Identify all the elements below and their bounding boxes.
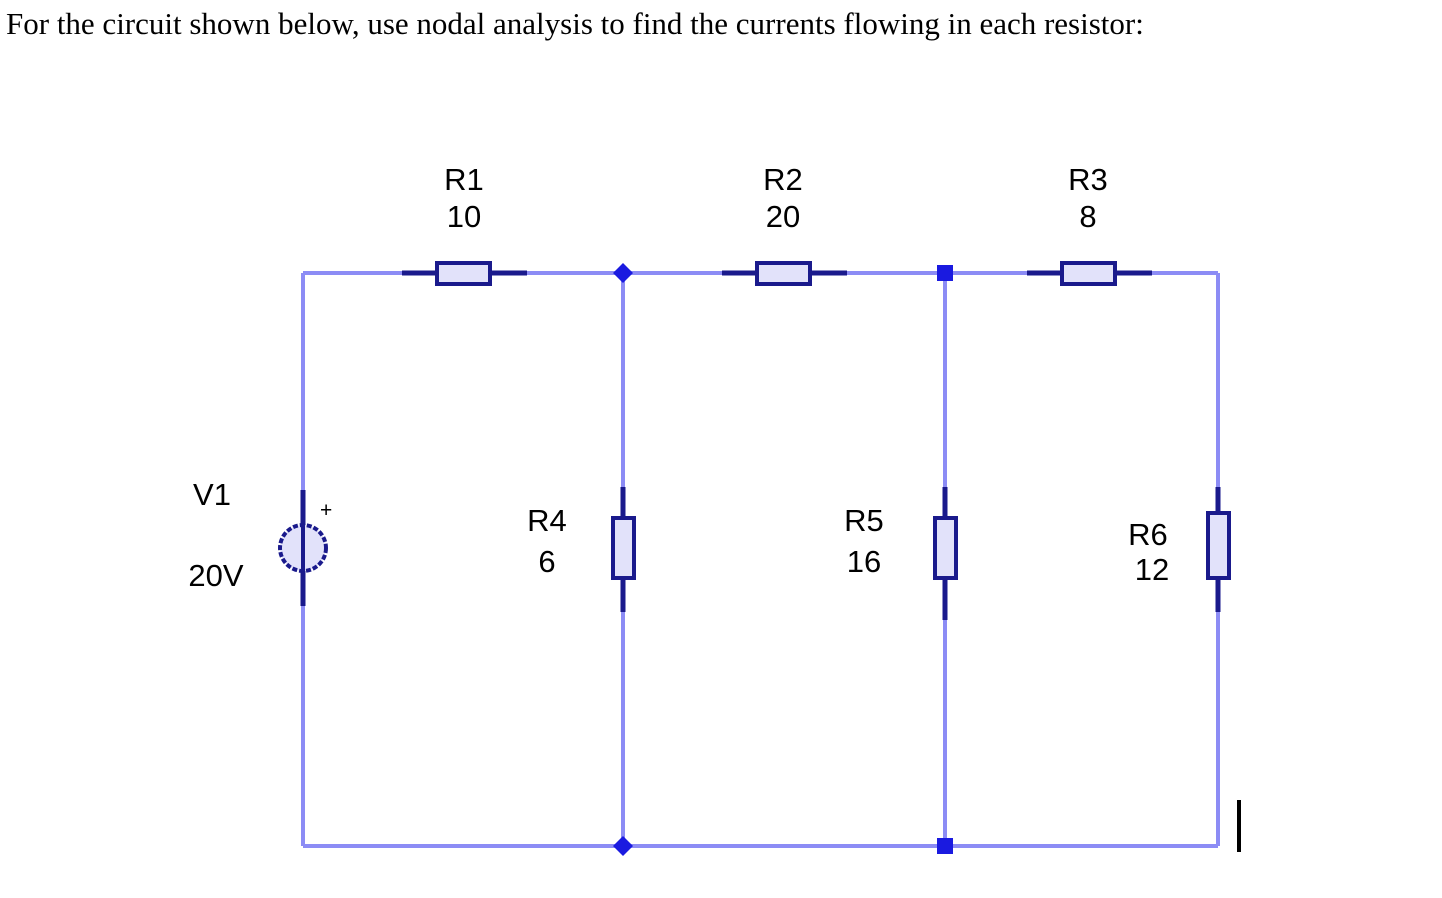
wire-group xyxy=(301,271,1220,848)
v1-ref-label: V1 xyxy=(193,477,231,512)
r1-body xyxy=(435,261,492,286)
voltage-source-v1[interactable]: + V1 20V xyxy=(188,477,332,606)
r2-ref-label: R2 xyxy=(763,162,803,197)
r5-ref-label: R5 xyxy=(844,503,884,538)
resistor-r5[interactable]: R5 16 xyxy=(844,487,958,620)
resistor-r4[interactable]: R4 6 xyxy=(527,487,636,612)
node-a-bottom-diamond-icon xyxy=(613,836,633,856)
r6-body xyxy=(1206,511,1231,580)
node-markers xyxy=(613,263,953,856)
r3-body xyxy=(1060,261,1117,286)
r1-value-label: 10 xyxy=(447,199,481,234)
r2-value-label: 20 xyxy=(766,199,800,234)
question-prompt: For the circuit shown below, use nodal a… xyxy=(6,6,1144,41)
r4-body xyxy=(611,516,636,580)
r3-ref-label: R3 xyxy=(1068,162,1108,197)
node-a-top-diamond-icon xyxy=(613,263,633,283)
r1-ref-label: R1 xyxy=(444,162,484,197)
node-b-bottom-square-icon xyxy=(937,838,953,854)
r5-value-label: 16 xyxy=(847,544,881,579)
r3-value-label: 8 xyxy=(1079,199,1096,234)
r4-value-label: 6 xyxy=(538,544,555,579)
r2-body xyxy=(755,261,812,286)
r5-body xyxy=(933,516,958,580)
v1-value-label: 20V xyxy=(188,558,243,593)
node-b-top-square-icon xyxy=(937,265,953,281)
r6-value-label: 12 xyxy=(1135,552,1169,587)
resistor-r6[interactable]: R6 12 xyxy=(1128,487,1231,612)
v1-plus-sign: + xyxy=(320,499,332,522)
resistor-r3[interactable]: R3 8 xyxy=(1027,162,1152,286)
resistor-r2[interactable]: R2 20 xyxy=(722,162,847,286)
r4-ref-label: R4 xyxy=(527,503,567,538)
resistor-r1[interactable]: R1 10 xyxy=(402,162,527,286)
r6-ref-label: R6 xyxy=(1128,517,1168,552)
